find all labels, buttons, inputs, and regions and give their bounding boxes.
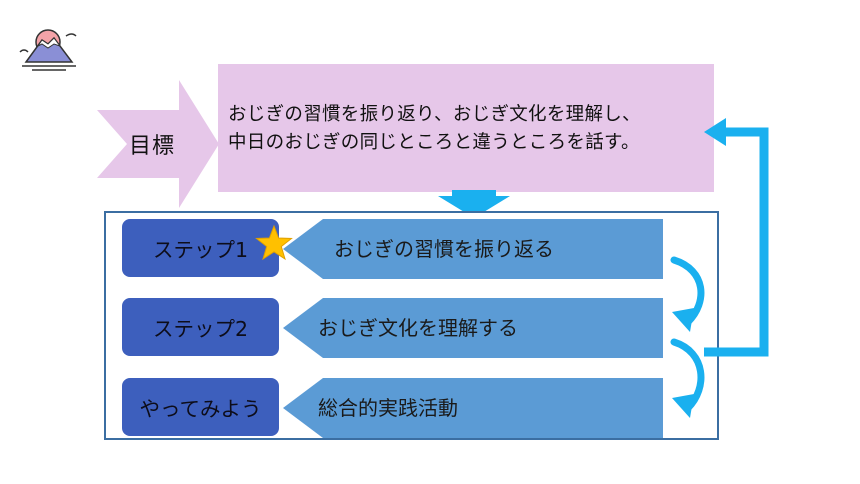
step-2-description-bg: [283, 298, 663, 358]
down-arrow-icon: [438, 190, 510, 218]
step-2-button[interactable]: ステップ2: [122, 298, 279, 356]
step-2-description: おじぎ文化を理解する: [318, 316, 518, 340]
step-3-description: 総合的実践活動: [318, 396, 458, 420]
goal-label: 目標: [128, 134, 175, 159]
star-icon: [255, 224, 293, 261]
step-1-description: おじぎの習慣を振り返る: [334, 237, 554, 261]
step-1-button[interactable]: ステップ1: [122, 219, 279, 277]
curved-arrow-icon: [670, 338, 705, 418]
goal-text-line-2: 中日のおじぎの同じところと違うところを話す。: [228, 132, 640, 153]
goal-arrow-shape: [97, 80, 219, 208]
goal-arrow: [97, 80, 219, 208]
mount-fuji-icon: [19, 29, 77, 71]
step-3-description-bg: [283, 378, 663, 438]
step-1-description-bg: [283, 219, 663, 279]
loop-back-arrow-icon: [704, 118, 769, 357]
goal-box: おじぎの習慣を振り返り、おじぎ文化を理解し、 中日のおじぎの同じところと違うとこ…: [218, 64, 714, 192]
curved-arrow-icon: [670, 256, 705, 332]
step-3-button[interactable]: やってみよう: [122, 378, 279, 436]
goal-text-line-1: おじぎの習慣を振り返り、おじぎ文化を理解し、: [228, 104, 641, 125]
